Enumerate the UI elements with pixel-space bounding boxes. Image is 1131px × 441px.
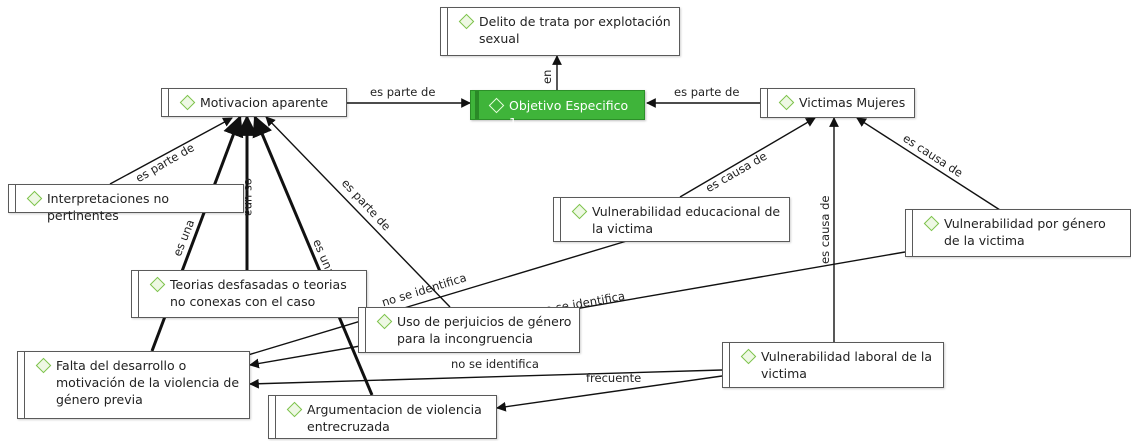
node-vulnerabilidad-educacional[interactable]: Vulnerabilidad educacional de la victima <box>553 197 790 242</box>
edge-vuln-laboral-argumentacion <box>496 375 723 412</box>
node-label: Delito de trata por explotación sexual <box>479 14 671 46</box>
node-label: Argumentacion de violencia entrecruzada <box>307 402 482 434</box>
edge-label-frecuente: frecuente <box>586 371 642 385</box>
node-objetivo-especifico[interactable]: Objetivo Especifico 1 <box>470 90 645 130</box>
node-label: Objetivo Especifico 1 <box>509 98 629 130</box>
node-label: Teorias desfasadas o teorias no conexas … <box>170 277 347 309</box>
node-delito-trata[interactable]: Delito de trata por explotación sexual <box>440 7 680 56</box>
concept-icon <box>35 357 52 374</box>
node-label: Victimas Mujeres <box>799 95 906 110</box>
node-label: Vulnerabilidad laboral de la victima <box>761 349 933 381</box>
node-vulnerabilidad-genero[interactable]: Vulnerabilidad por género de la victima <box>905 209 1131 257</box>
node-label: Motivacion aparente <box>200 95 329 110</box>
node-motivacion-aparente[interactable]: Motivacion aparente <box>161 88 347 117</box>
edge-label-es-causa-de: es causa de <box>818 195 832 264</box>
edge-perjuicios-motivacion <box>265 116 451 308</box>
node-teorias-desfasadas[interactable]: Teorias desfasadas o teorias no conexas … <box>131 270 367 318</box>
node-label: Vulnerabilidad por género de la victima <box>944 216 1106 248</box>
edge-argumentacion-motivacion <box>252 115 374 396</box>
node-victimas-mujeres[interactable]: Victimas Mujeres <box>760 88 915 118</box>
edge-vuln-genero-victimas <box>856 117 1001 211</box>
node-argumentacion-violencia[interactable]: Argumentacion de violencia entrecruzada <box>268 395 497 439</box>
node-vulnerabilidad-laboral[interactable]: Vulnerabilidad laboral de la victima <box>722 342 944 388</box>
edge-interpretaciones-motivacion <box>109 117 233 185</box>
concept-icon <box>488 97 505 114</box>
edge-vuln-educ-victimas <box>679 117 816 198</box>
concept-icon <box>26 190 43 207</box>
node-label: Vulnerabilidad educacional de la victima <box>592 204 781 236</box>
node-uso-perjuicios[interactable]: Uso de perjuicios de género para la inco… <box>358 307 580 353</box>
concept-icon <box>571 203 588 220</box>
node-falta-desarrollo[interactable]: Falta del desarrollo o motivación de la … <box>17 351 250 419</box>
node-label: Uso de perjuicios de género para la inco… <box>397 314 572 346</box>
concept-icon <box>179 94 196 111</box>
concept-icon <box>778 94 795 111</box>
concept-icon <box>740 348 757 365</box>
node-label: Interpretaciones no pertinentes <box>47 191 170 223</box>
concept-icon <box>376 313 393 330</box>
concept-icon <box>923 215 940 232</box>
concept-icon <box>149 276 166 293</box>
edge-vuln-laboral-falta <box>249 369 723 389</box>
edge-label-es-parte-de: es parte de <box>674 85 740 99</box>
concept-icon <box>458 13 475 30</box>
concept-icon <box>286 401 303 418</box>
edge-label-es-una: es una <box>242 178 256 217</box>
edge-label-no-se-identifica: no se identifica <box>451 357 539 371</box>
edge-vuln-educ-falta <box>237 239 631 361</box>
edge-label-en: en <box>540 69 554 84</box>
node-label: Falta del desarrollo o motivación de la … <box>56 358 240 407</box>
edge-label-es-parte-de: es parte de <box>370 85 436 99</box>
node-interpretaciones[interactable]: Interpretaciones no pertinentes <box>8 184 244 223</box>
